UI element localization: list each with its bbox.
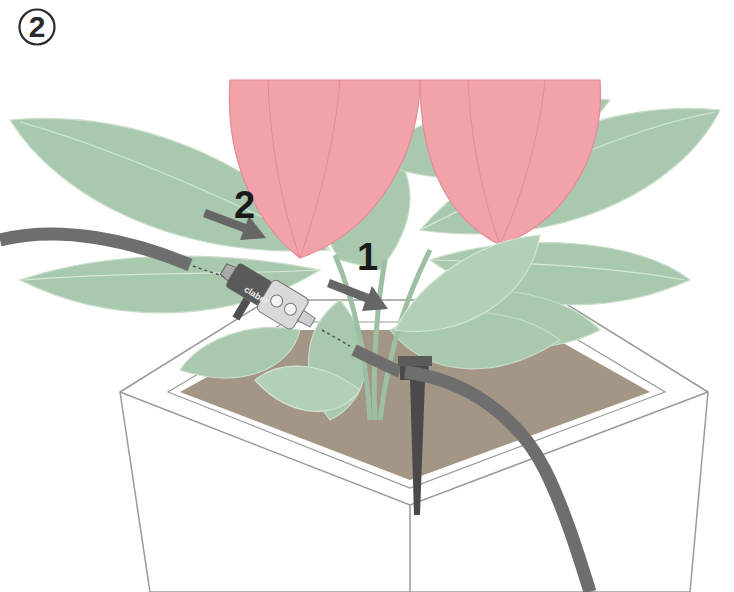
callout-number: 1 <box>357 238 378 276</box>
drip-tube <box>354 350 400 372</box>
return-tube <box>405 372 590 592</box>
front-leaves <box>255 235 540 411</box>
flowers <box>229 80 600 258</box>
callout-number: 2 <box>234 186 255 224</box>
dripper <box>205 254 322 354</box>
pot-body <box>120 300 708 592</box>
pot-edge <box>409 505 411 592</box>
flower-lines <box>268 80 545 258</box>
supply-tube <box>0 234 190 265</box>
insert-guide <box>322 330 350 346</box>
step-circle: 2 <box>18 8 56 46</box>
circle-outline <box>20 10 55 45</box>
step-number: 2 <box>29 12 46 42</box>
callout-arrows <box>203 209 388 311</box>
